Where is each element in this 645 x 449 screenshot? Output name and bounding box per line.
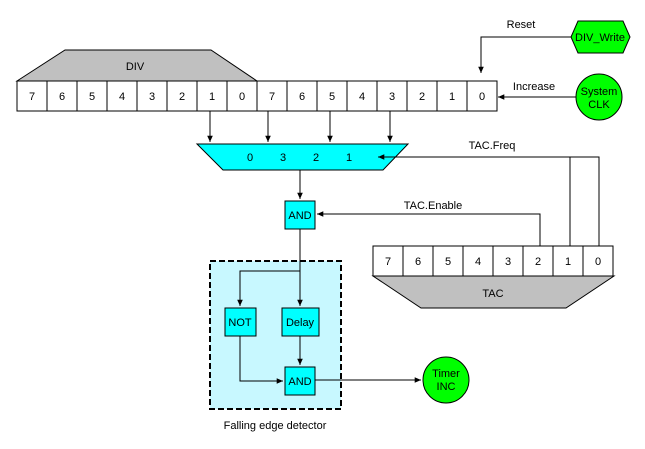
tac-register-label: TAC <box>482 288 503 300</box>
div-register-bit-label: 0 <box>479 91 485 103</box>
div-register-bit-label: 1 <box>209 91 215 103</box>
div-register-cell <box>256 80 288 112</box>
div-register-cell <box>166 80 198 112</box>
div-register-cell <box>406 80 438 112</box>
div-register-cell <box>466 80 498 112</box>
mux-input-1: 1 <box>346 152 352 164</box>
div-register-bit-label: 3 <box>389 91 395 103</box>
tac-register-cell <box>462 245 494 277</box>
and-gate-1 <box>284 200 316 230</box>
tac-register-bit-label: 0 <box>595 256 601 268</box>
not-gate-label: NOT <box>228 317 252 329</box>
div-register-cell <box>196 80 228 112</box>
div-register-bit-label: 5 <box>89 91 95 103</box>
div-register-bit-label: 0 <box>239 91 245 103</box>
div-register-cell <box>376 80 408 112</box>
timer-inc-label-line2: INC <box>437 381 456 393</box>
div-register-bit-label: 7 <box>269 91 275 103</box>
div-register-bit-label: 2 <box>419 91 425 103</box>
div-register-bit-label: 6 <box>59 91 65 103</box>
tac-enable-signal-label: TAC.Enable <box>404 200 463 212</box>
system-clk-label-line2: CLK <box>588 99 610 111</box>
div-write-label: DIV_Write <box>575 32 625 44</box>
div-register-cell <box>316 80 348 112</box>
tac-register-cell <box>582 245 614 277</box>
timer-inc-node <box>422 356 470 404</box>
div-register-bit-label: 1 <box>449 91 455 103</box>
div-register-cell <box>226 80 258 112</box>
div-register-bit-label: 5 <box>329 91 335 103</box>
tac-register-cell <box>432 245 464 277</box>
tac-register-bit-label: 1 <box>565 256 571 268</box>
div-register-label: DIV <box>126 61 145 73</box>
increase-signal-label: Increase <box>513 81 555 93</box>
div-register-bit-label: 7 <box>29 91 35 103</box>
tac-register-cell <box>552 245 584 277</box>
tac-register-label-shape <box>371 275 616 309</box>
div-register-bit-label: 3 <box>149 91 155 103</box>
tac-freq-signal-label: TAC.Freq <box>469 140 516 152</box>
div-register-bit-label: 4 <box>359 91 365 103</box>
and-gate-2-label: AND <box>288 376 311 388</box>
div-register-cell <box>76 80 108 112</box>
div-register-cell <box>436 80 468 112</box>
wires <box>207 36 600 384</box>
div-register-cell <box>286 80 318 112</box>
tac-register-bit-label: 5 <box>445 256 451 268</box>
mux-input-2: 2 <box>313 152 319 164</box>
div-register-cell <box>136 80 168 112</box>
div-register: 7 6 5 4 3 2 1 0 7 6 5 4 3 2 1 0 <box>16 80 498 112</box>
timer-inc-label-line1: Timer <box>432 368 460 380</box>
tac-register-bit-label: 6 <box>415 256 421 268</box>
reset-signal-label: Reset <box>507 19 536 31</box>
delay-label: Delay <box>286 317 315 329</box>
mux-input-0: 0 <box>247 152 253 164</box>
tac-register-bit-label: 3 <box>505 256 511 268</box>
div-register-bit-label: 6 <box>299 91 305 103</box>
and-gate-1-label: AND <box>288 210 311 222</box>
tac-register-bit-label: 2 <box>535 256 541 268</box>
tac-register-bit-label: 4 <box>475 256 481 268</box>
tac-register-cell <box>522 245 554 277</box>
not-gate <box>224 307 257 337</box>
system-clk-label-line1: System <box>581 86 618 98</box>
div-register-cell <box>46 80 78 112</box>
multiplexer <box>195 143 410 171</box>
mux-input-3: 3 <box>280 152 286 164</box>
falling-edge-detector-caption: Falling edge detector <box>224 420 327 432</box>
div-register-bit-label: 4 <box>119 91 125 103</box>
and-gate-2 <box>284 366 316 396</box>
tac-register-bit-label: 7 <box>385 256 391 268</box>
div-register-bit-label: 2 <box>179 91 185 103</box>
tac-register: 7 6 5 4 3 2 1 0 <box>372 245 614 277</box>
tac-register-cell <box>492 245 524 277</box>
